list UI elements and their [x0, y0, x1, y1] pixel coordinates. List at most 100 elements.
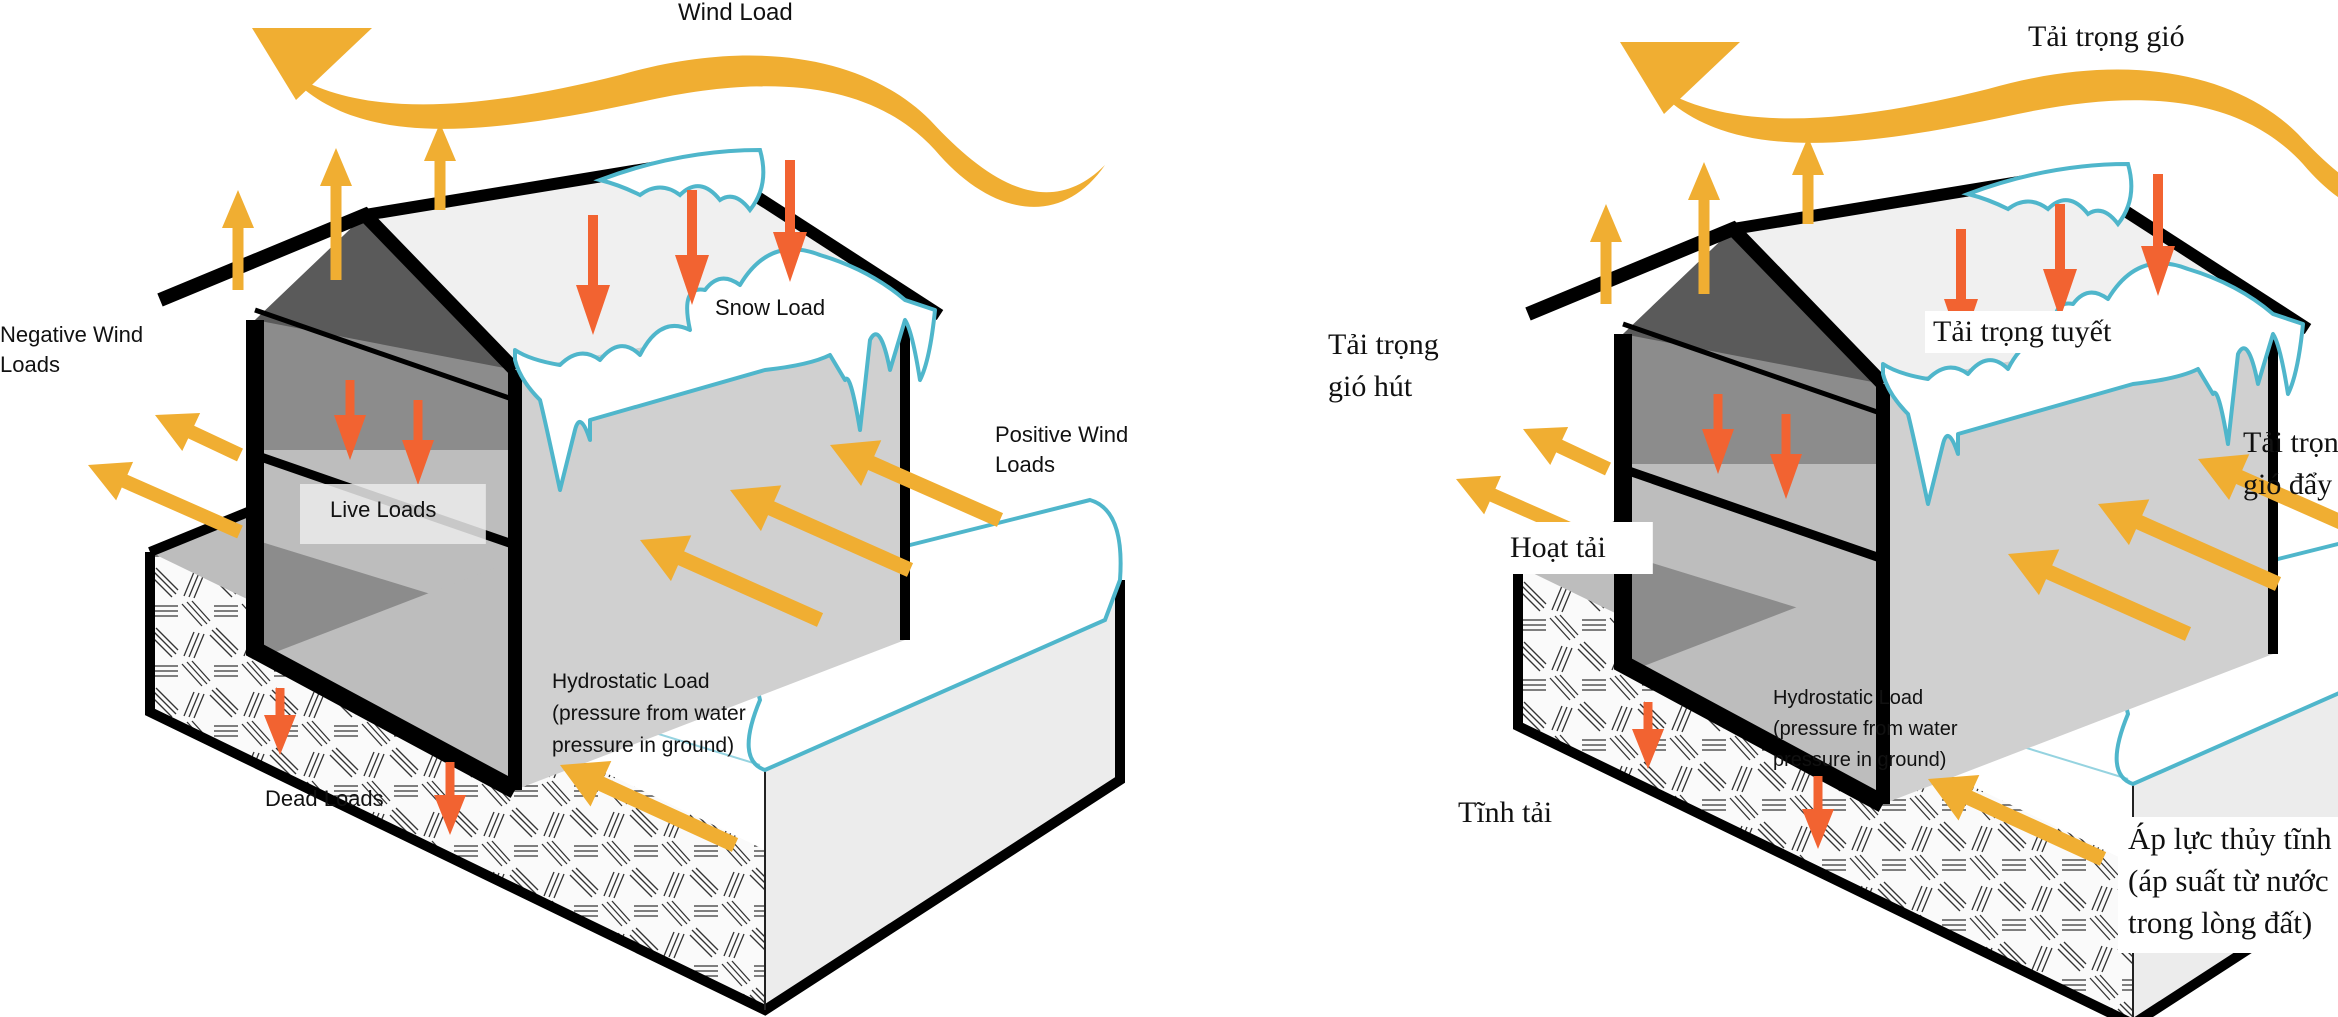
label-wind-load: Wind Load	[678, 0, 793, 26]
label-snow-load: Snow Load	[715, 295, 825, 320]
label-positive-wind-loads-line: gió đẩy	[2243, 468, 2332, 501]
label-positive-wind-loads: Tải trọng gió đẩy	[2243, 426, 2338, 501]
upper-floor-slab	[1621, 464, 1885, 564]
dead-load-arrow	[434, 762, 466, 835]
uplift-arrow	[1688, 162, 1720, 294]
positive-wind-arrow	[2008, 549, 2192, 641]
front-wall-frame	[246, 320, 520, 798]
ground-side-face	[765, 580, 1120, 1010]
positive-wind-arrow	[2198, 454, 2338, 529]
label-snow-load: Tải trọng tuyết	[1925, 311, 2175, 353]
uplift-arrow	[1590, 204, 1622, 304]
live-load-arrow	[334, 380, 366, 460]
label-positive-wind-loads-line: Tải trọng	[2243, 426, 2338, 459]
lower-floor-interior	[255, 560, 515, 790]
label-negative-wind-loads: Tải trọng gió hút	[1328, 328, 1439, 403]
live-load-arrow	[1770, 414, 1802, 499]
hydrostatic-pressure-arrow	[560, 760, 739, 852]
label-negative-wind-loads-line: Tải trọng	[1328, 328, 1439, 361]
side-wall	[515, 300, 905, 790]
snow-load-arrow	[675, 190, 709, 305]
snow-ridge-cap	[1961, 161, 2134, 228]
label-negative-wind-loads-line: gió hút	[1328, 370, 1413, 403]
positive-wind-arrow	[830, 440, 1004, 527]
label-dead-loads-line: Dead Loads	[265, 786, 384, 811]
label-hydrostatic-load-line: (pressure from water	[552, 702, 746, 725]
label-live-loads: Live Loads	[300, 484, 486, 544]
positive-wind-arrow	[640, 535, 824, 627]
live-load-arrow	[402, 400, 434, 485]
snow-roof-mass	[513, 247, 937, 492]
uplift-arrow	[424, 123, 456, 210]
label-dead-loads: Tĩnh tải	[1448, 791, 1593, 835]
label-dead-loads: Dead Loads	[265, 786, 384, 811]
label-positive-wind-loads-line: Positive Wind	[995, 422, 1128, 447]
hydrostatic-pressure-arrow	[1928, 774, 2107, 866]
positive-wind-arrows	[560, 440, 1004, 852]
label-live-loads: Hoạt tải	[1492, 522, 1653, 574]
label-wind-load-line: Tải trọng gió	[2028, 20, 2185, 53]
snow-roof-mass	[1881, 261, 2305, 506]
snow-cover	[1881, 161, 2305, 506]
front-wall-frame	[1614, 334, 1888, 812]
snow-load-arrow	[2141, 174, 2175, 296]
uplift-arrow	[222, 190, 254, 290]
label-hydrostatic-load-line: Hydrostatic Load	[552, 670, 710, 693]
label-wind-load-line: Wind Load	[678, 0, 793, 26]
wind-load-arrow	[1620, 42, 2338, 198]
wind-load-arrow-head	[252, 28, 372, 100]
label-hydrostatic-load-vi: Áp lực thủy tĩnh (áp suất từ nước trong lò…	[2118, 817, 2338, 953]
side-wall	[1883, 314, 2273, 804]
label-hydrostatic-load-vi-line: Áp lực thủy tĩnh	[2128, 821, 2332, 856]
label-hydrostatic-load-line: (pressure from water	[1773, 718, 1958, 740]
positive-wind-arrows	[1928, 454, 2338, 866]
house	[1525, 168, 2312, 812]
upper-floor-interior	[1623, 464, 1883, 634]
ground-outline	[1513, 566, 2338, 1017]
label-live-loads-line: Hoạt tải	[1510, 531, 1606, 564]
label-hydrostatic-load-vi-line: (áp suất từ nước	[2128, 863, 2329, 898]
uplift-arrows	[1590, 137, 1824, 304]
label-hydrostatic-load: Hydrostatic Load (pressure from water pres…	[1773, 687, 1958, 771]
label-dead-loads-box	[1448, 791, 1593, 835]
label-hydrostatic-load-vi-line: trong lòng đất)	[2128, 905, 2312, 940]
negative-wind-arrow	[1523, 427, 1611, 476]
label-negative-wind-loads-line: Negative Wind	[0, 322, 143, 347]
uplift-arrow	[1792, 137, 1824, 224]
snow-load-arrow	[2043, 204, 2077, 319]
label-live-loads-box	[1492, 522, 1653, 574]
wind-load-arrow-body	[1653, 69, 2338, 198]
live-load-arrow	[1702, 394, 1734, 474]
label-hydrostatic-load-line: Hydrostatic Load	[1773, 687, 1923, 709]
house	[157, 154, 944, 798]
uplift-arrows	[222, 123, 456, 290]
label-hydrostatic-load-vi-box	[2118, 817, 2338, 953]
attic-beam	[254, 307, 516, 403]
snow-load-arrow	[773, 160, 807, 282]
label-wind-load: Tải trọng gió	[2028, 20, 2185, 53]
negative-wind-arrow	[88, 461, 243, 539]
wind-load-arrow	[252, 28, 1105, 207]
uplift-arrow	[320, 148, 352, 280]
snow-cover	[513, 147, 937, 492]
label-hydrostatic-load-line: pressure in ground)	[552, 734, 734, 757]
dead-load-arrow	[1632, 702, 1664, 769]
snow-load-arrow	[576, 215, 610, 335]
dead-load-arrow	[1802, 776, 1834, 849]
wind-load-arrow-head	[1620, 42, 1740, 114]
positive-wind-arrow	[730, 485, 914, 577]
label-positive-wind-loads-line: Loads	[995, 452, 1055, 477]
snow-ridge-cap	[593, 147, 766, 214]
label-hydrostatic-load-line: pressure in ground)	[1773, 749, 1946, 771]
label-live-loads-line: Live Loads	[330, 497, 436, 522]
wind-load-arrow-body	[285, 55, 1105, 207]
label-snow-load-line: Tải trọng tuyết	[1933, 315, 2112, 348]
ground-top-edge	[148, 500, 267, 557]
label-hydrostatic-load: Hydrostatic Load (pressure from water pres…	[552, 670, 746, 757]
attic-beam	[1622, 321, 1884, 417]
